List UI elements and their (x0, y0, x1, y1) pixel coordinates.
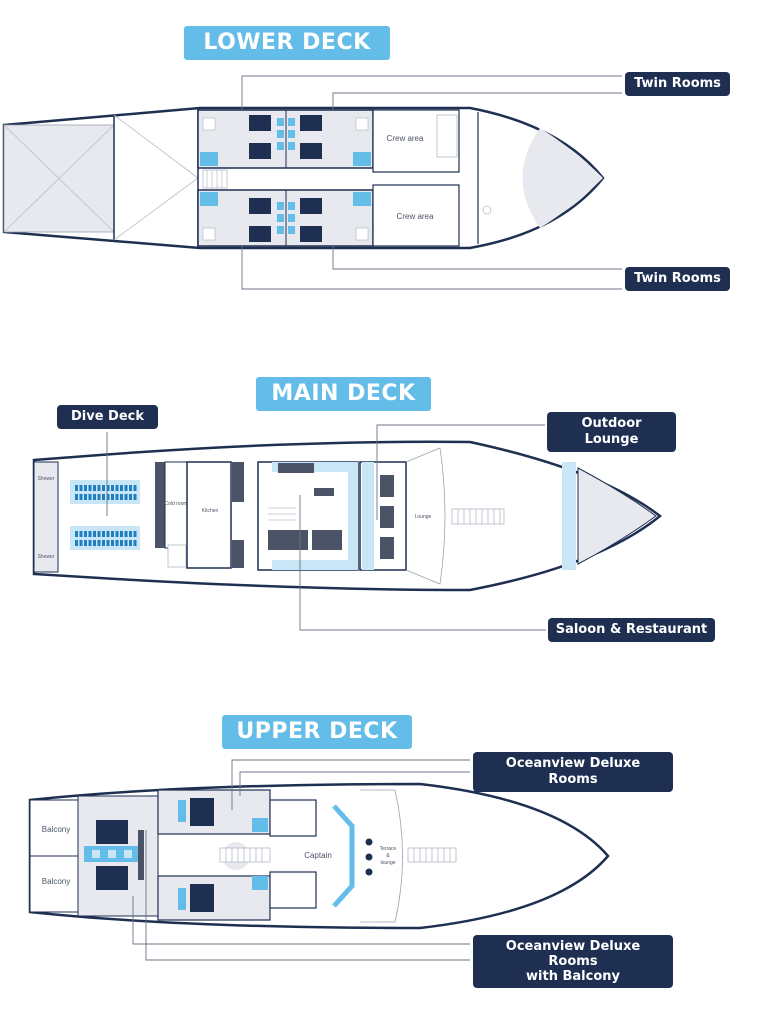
cold-room-label: Cold room (164, 501, 187, 507)
main-deck-leader-lines (299, 424, 546, 631)
lower-deck-leader-lines (241, 75, 622, 290)
terrace-label-2: & (386, 853, 390, 859)
main-deck-plan: Shower Shower Cold room Kitchen (32, 424, 663, 631)
lounge-label: Lounge (415, 514, 432, 520)
twin-rooms-top (197, 109, 374, 169)
twin-rooms-tag-bottom: Twin Rooms (625, 267, 730, 291)
saloon-restaurant (257, 461, 359, 571)
upper-deck-title: UPPER DECK (222, 715, 412, 749)
main-deck-title: MAIN DECK (256, 377, 431, 411)
oceanview-balcony-tag: Oceanview Deluxe Rooms with Balcony (473, 935, 673, 988)
dive-deck-tag: Dive Deck (57, 405, 158, 429)
balcony-2-label: Balcony (42, 877, 70, 886)
crew-area-2-label: Crew area (397, 212, 434, 221)
oceanview-deluxe-tag: Oceanview Deluxe Rooms (473, 752, 673, 792)
oceanview-balcony-tag-line1: Oceanview Deluxe Rooms (505, 939, 641, 969)
twin-rooms-bottom (197, 189, 374, 247)
shower-2-label: Shower (38, 554, 55, 560)
outdoor-lounge-tag: Outdoor Lounge (547, 412, 676, 452)
saloon-restaurant-tag: Saloon & Restaurant (548, 618, 715, 642)
kitchen-label: Kitchen (202, 508, 219, 514)
oceanview-balcony-tag-line2: with Balcony (526, 969, 620, 984)
lounge-area: Lounge (359, 447, 505, 585)
balcony-suites (77, 795, 159, 917)
twin-rooms-tag-top: Twin Rooms (625, 72, 730, 96)
captain-label: Captain (304, 851, 332, 860)
balcony-1-label: Balcony (42, 825, 70, 834)
crew-area-1-label: Crew area (387, 134, 424, 143)
lower-deck-title: LOWER DECK (184, 26, 390, 60)
shower-1-label: Shower (38, 476, 55, 482)
dive-tanks (70, 480, 140, 550)
terrace-label-3: lounge (380, 860, 395, 866)
terrace-label-1: Terrace (380, 846, 397, 852)
lower-deck-plan: Crew area Crew area (2, 75, 622, 290)
lower-deck-stairs (202, 169, 228, 189)
upper-deck-leader-lines (132, 759, 470, 961)
